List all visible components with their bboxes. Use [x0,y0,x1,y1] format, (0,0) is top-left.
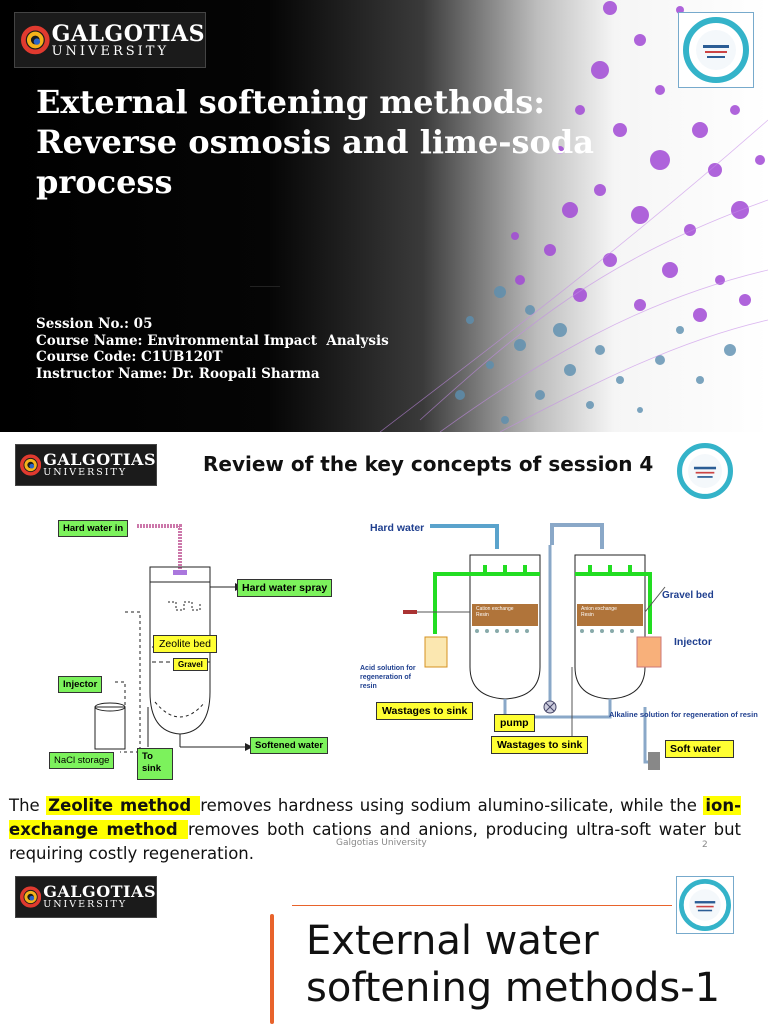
instructor-name: Instructor Name: Dr. Roopali Sharma [36,365,320,382]
label-hard-water: Hard water [370,522,425,534]
gscale-badge [676,876,734,934]
label-nacl-storage: NaCl storage [49,752,115,769]
label-zeolite-bed: Zeolite bed [153,635,217,653]
gscale-badge [678,12,754,88]
label-wastages-to-sink-2: Wastages to sink [491,736,589,754]
title-slide: GALGOTIAS UNIVERSITY External softening … [0,0,768,432]
label-anion-resin: Anion exchange Resin [581,606,617,618]
logo-line1: GALGOTIAS [43,882,156,902]
galgotias-logo-icon [20,454,42,476]
label-hard-water-spray: Hard water spray [237,579,333,597]
section-slide: GALGOTIAS UNIVERSITY External water soft… [0,864,768,1024]
label-alkaline-solution: Alkaline solution for regeneration of re… [609,710,758,719]
university-logo: GALGOTIAS UNIVERSITY [15,444,157,486]
slide-heading: Review of the key concepts of session 4 [203,452,654,476]
label-cation-resin: Cation exchange Resin [476,606,514,618]
university-logo: GALGOTIAS UNIVERSITY [14,12,206,68]
accent-bar [270,914,274,1024]
label-hard-water-in: Hard water in [58,520,129,537]
accent-line [292,905,672,906]
course-name: Course Name: Environmental Impact Analys… [36,332,389,349]
galgotias-logo-icon [20,886,42,908]
session-number: Session No.: 05 [36,316,153,332]
label-wastages-to-sink-1: Wastages to sink [376,702,474,720]
label-injector-2: Injector [674,636,712,648]
logo-line1: GALGOTIAS [43,450,156,470]
galgotias-logo-icon [21,25,50,55]
paragraph-text: removes both cations and anions, produci… [9,820,742,863]
label-gravel: Gravel [173,658,208,671]
gscale-badge-icon [683,17,749,83]
paragraph-text: removes hardness using sodium alumino-si… [200,796,704,815]
logo-line2: UNIVERSITY [43,467,128,479]
label-to-sink: To sink [137,748,173,780]
highlight-zeolite-method: Zeolite method [46,796,201,815]
label-gravel-bed: Gravel bed [662,590,714,601]
divider [250,286,280,287]
page-number: 2 [702,840,708,850]
gscale-badge [677,443,733,499]
slide-title: External softening methods: Reverse osmo… [36,83,594,201]
gscale-badge-icon [677,443,733,499]
zeolite-softener-diagram [94,524,253,753]
course-code: Course Code: C1UB120T [36,349,223,365]
logo-line1: GALGOTIAS [51,20,205,47]
review-slide: GALGOTIAS UNIVERSITY Review of the key c… [0,432,768,864]
gscale-badge-icon [679,879,731,931]
logo-line2: UNIVERSITY [51,43,170,59]
section-title: External water softening methods-1 [306,918,721,1011]
label-pump: pump [494,714,535,732]
ion-exchange-diagram [403,523,666,770]
session-info: Session No.: 05 Course Name: Environment… [36,316,389,382]
label-acid-solution: Acid solution for regeneration of resin [360,665,416,690]
logo-line2: UNIVERSITY [43,899,128,911]
label-injector: Injector [58,676,103,693]
bubble-decoration [379,1,768,432]
paragraph-text: The [9,796,47,815]
review-paragraph: The Zeolite method removes hardness usin… [9,794,741,864]
label-soft-water: Soft water [665,740,734,758]
slide-footer: Galgotias University [336,838,427,848]
label-softened-water: Softened water [250,737,329,754]
university-logo: GALGOTIAS UNIVERSITY [15,876,157,918]
